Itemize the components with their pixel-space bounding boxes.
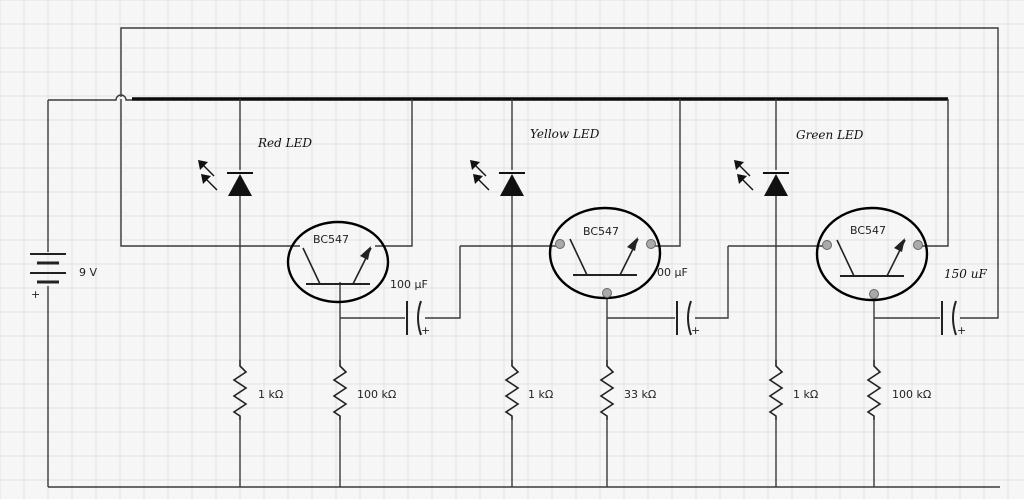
transistor-2-icon [548, 206, 662, 300]
battery-plus-sign: + [31, 288, 40, 301]
transistor-3-icon [815, 206, 929, 302]
capacitor-group [406, 300, 957, 336]
stage1-collector [375, 99, 413, 247]
stage2-collector [655, 99, 681, 247]
transistor-1-icon [286, 220, 390, 304]
capacitor-1-icon [406, 300, 422, 336]
resistor2-label: 100 kΩ [357, 388, 396, 401]
stage3-collector [922, 99, 949, 247]
led-yellow-icon [470, 160, 525, 196]
battery-label: 9 V [79, 266, 97, 279]
stage2-cap-to-next [695, 246, 729, 319]
yellow-led-label: Yellow LED [530, 127, 600, 141]
stage-green [728, 99, 949, 487]
resistor-4-icon [599, 360, 615, 420]
resistor-6-icon [866, 360, 882, 420]
resistor-group [232, 360, 882, 420]
resistor6-label: 100 kΩ [892, 388, 931, 401]
stage-red [120, 99, 461, 487]
capacitor-3-icon [941, 300, 957, 336]
resistor5-label: 1 kΩ [793, 388, 818, 401]
battery-9v [30, 253, 66, 284]
capacitor3-label: 150 uF [944, 267, 987, 281]
transistor3-label: BC547 [850, 224, 886, 237]
capacitor1-plus: + [421, 324, 430, 337]
resistor1-label: 1 kΩ [258, 388, 283, 401]
resistor-5-icon [768, 360, 784, 420]
wire-hop [48, 94, 132, 101]
capacitor2-label: 00 µF [657, 266, 688, 279]
transistor-group [286, 206, 929, 304]
capacitor-2-icon [676, 300, 692, 336]
stage-yellow [460, 99, 729, 487]
led-group [198, 160, 789, 196]
resistor3-label: 1 kΩ [528, 388, 553, 401]
resistor-2-icon [332, 360, 348, 420]
capacitor3-plus: + [957, 324, 966, 337]
resistor4-label: 33 kΩ [624, 388, 656, 401]
transistor1-label: BC547 [313, 233, 349, 246]
capacitor1-label: 100 µF [390, 278, 428, 291]
resistor-1-icon [232, 360, 248, 420]
stage1-cap-to-next [425, 246, 461, 319]
green-led-label: Green LED [796, 128, 864, 142]
feedback-wire [120, 27, 999, 319]
red-led-label: Red LED [257, 136, 312, 150]
capacitor2-plus: + [691, 324, 700, 337]
resistor-3-icon [504, 360, 520, 420]
led-red-icon [198, 160, 253, 196]
transistor2-label: BC547 [583, 225, 619, 238]
led-green-icon [734, 160, 789, 196]
